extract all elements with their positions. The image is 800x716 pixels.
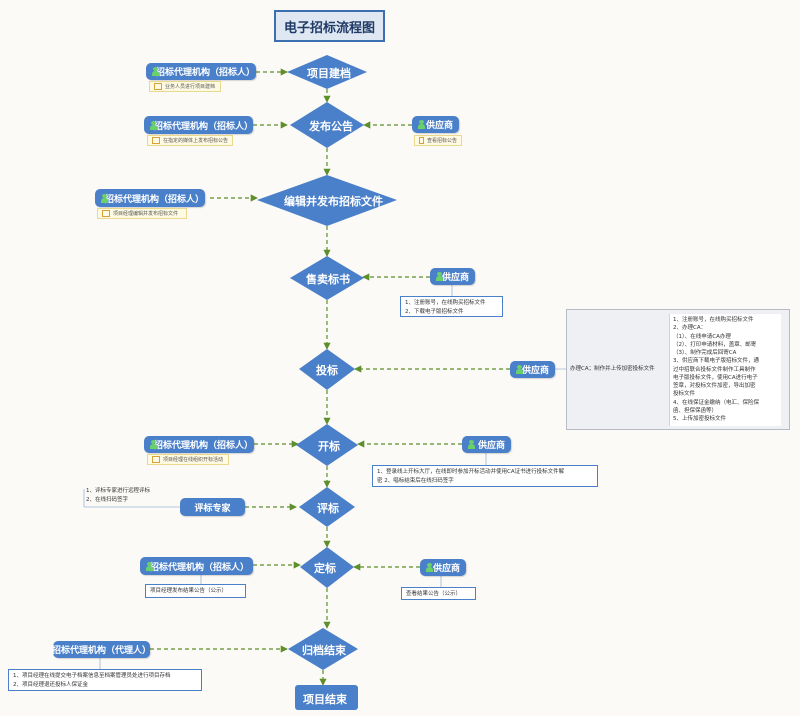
bid-line: 1、注册账号，在线购买招标文件 xyxy=(673,317,754,323)
diamond-s5 xyxy=(299,349,355,390)
actor-label: 招标代理机构（招标人） xyxy=(154,121,254,132)
actor-label: 供应商 xyxy=(432,564,460,574)
person-icon xyxy=(426,563,433,572)
diamond-s4 xyxy=(290,256,364,300)
note-s8: 项目经理发布结果公告（公示） xyxy=(145,584,246,598)
note-icon xyxy=(419,137,424,144)
diamond-s8 xyxy=(300,547,354,588)
step-label-s7: 评标 xyxy=(317,502,339,515)
diamond-s9 xyxy=(288,628,358,670)
person-icon xyxy=(516,365,523,374)
note-s3: 项目经理编辑并发布招标文件 xyxy=(97,208,187,219)
bid-box-label: 办理CA；制作并上传加密投标文件 xyxy=(570,366,655,372)
sell-line: 1、注册账号，在线购买招标文件 xyxy=(405,300,486,306)
note-text: 业务人员进行项目建档 xyxy=(165,84,216,90)
sell-box: 1、注册账号，在线购买招标文件 2、下载电子版招标文件 xyxy=(400,296,503,317)
actor-label: 供应商 xyxy=(521,366,549,376)
bid-line: 电子版投标文件，使用CA进行电子 xyxy=(673,374,758,381)
step-label-s9: 归档结束 xyxy=(302,644,346,657)
actor-agency-s8: 招标代理机构（招标人） xyxy=(140,557,253,575)
archive-line: 2、项目经理退还投标人保证金 xyxy=(13,681,89,688)
note-text: 查看结果公告（公示） xyxy=(406,591,462,597)
bid-line: （2）、打印申请材料，盖章、邮寄 xyxy=(673,341,757,348)
diamond-s1 xyxy=(287,55,367,89)
note-s2-supplier: 查看招标公告 xyxy=(414,135,462,146)
actor-agency-s2: 招标代理机构（招标人） xyxy=(144,116,253,134)
bid-line: 3、供应商下载电子版招标文件，通 xyxy=(673,358,760,365)
bid-line: 2、办理CA： xyxy=(673,325,707,332)
step-label-s3: 编辑并发布招标文件 xyxy=(284,195,383,208)
diamond-s3 xyxy=(257,175,397,226)
note-text: 在指定的媒体上发布招标公告 xyxy=(162,138,228,144)
archive-box: 1、项目经理在线提交电子档案信息至档案管理员处进行项目存档 2、项目经理退还投标… xyxy=(8,669,202,691)
note-text: 项目经理发布结果公告（公示） xyxy=(150,588,228,594)
person-icon xyxy=(436,272,443,281)
person-icon xyxy=(468,440,475,449)
note-text: 项目经理编辑并发布招标文件 xyxy=(113,211,179,217)
diamond-s2 xyxy=(290,102,364,148)
note-s8-supplier: 查看结果公告（公示） xyxy=(401,587,476,600)
bid-box: 办理CA；制作并上传加密投标文件 1、注册账号，在线购买招标文件 2、办理CA：… xyxy=(566,309,790,430)
actor-label: 供应商 xyxy=(441,273,469,283)
eval-text: 1、评标专家进行远程评标 2、在线扫码签字 xyxy=(86,487,150,505)
step-label-s5: 投标 xyxy=(316,364,338,377)
note-text: 项目经理在线组织开标活动 xyxy=(163,457,224,463)
actor-label: 供应商 xyxy=(477,441,505,451)
bid-line: （1）、在线申请CA办理 xyxy=(673,333,731,340)
bid-line: 5、上传加密投标文件 xyxy=(673,416,726,422)
actor-label: 招标代理机构（招标人） xyxy=(156,68,256,78)
actor-agency-s3: 招标代理机构（招标人） xyxy=(95,189,205,207)
diamond-s6 xyxy=(296,424,358,466)
note-s1: 业务人员进行项目建档 xyxy=(149,81,221,92)
eval-line: 2、在线扫码签字 xyxy=(86,496,128,503)
note-icon xyxy=(152,456,160,463)
actor-agency-s6: 招标代理机构（招标人） xyxy=(144,436,254,453)
bid-line: 函、担保保函等） xyxy=(673,407,718,414)
actor-label: 招标代理机构（招标人） xyxy=(105,194,205,205)
bid-line: 签章，对投标文件加密，导出加密 xyxy=(673,383,756,389)
actor-expert: 评标专家 xyxy=(180,498,245,516)
actor-supplier-s5: 供应商 xyxy=(510,361,555,378)
actor-label: 评标专家 xyxy=(194,503,231,514)
actor-supplier-s2: 供应商 xyxy=(412,116,459,133)
actor-label: 招标代理机构（招标人） xyxy=(150,562,250,573)
note-icon xyxy=(154,83,162,90)
actor-supplier-s8: 供应商 xyxy=(420,559,466,576)
bid-line: 过中招联合投标文件制作工具制作 xyxy=(673,366,756,373)
note-icon xyxy=(152,137,160,144)
diamond-s7 xyxy=(299,487,355,527)
note-text: 查看招标公告 xyxy=(426,138,457,144)
bid-line: （3）、制作完成后回寄CA xyxy=(673,350,737,356)
step-label-s8: 定标 xyxy=(314,562,336,575)
archive-line: 1、项目经理在线提交电子档案信息至档案管理员处进行项目存档 xyxy=(13,673,171,679)
bid-box-content: 1、注册账号，在线购买招标文件 2、办理CA： （1）、在线申请CA办理 （2）… xyxy=(669,314,781,426)
actor-label: 供应商 xyxy=(425,121,453,131)
open-box: 1、登录线上开标大厅，在线即时参加开标活动并使用CA证书进行投标文件解 密 2、… xyxy=(372,465,598,487)
bid-line: 4、在线保证金缴纳（电汇、保险保 xyxy=(673,399,760,406)
end-node-shape xyxy=(295,685,358,710)
open-line: 1、登录线上开标大厅，在线即时参加开标活动并使用CA证书进行投标文件解 xyxy=(377,469,565,475)
step-label-end: 项目结束 xyxy=(303,693,347,706)
open-line: 密 2、唱标结束后在线扫码签字 xyxy=(377,477,454,484)
step-label-s6: 开标 xyxy=(318,440,340,453)
diagram-title: 电子招标流程图 xyxy=(274,10,385,42)
person-icon xyxy=(418,120,425,129)
actor-agency-s9: 招标代理机构（代理人） xyxy=(52,641,152,658)
bid-line: 投标文件 xyxy=(673,391,696,398)
actor-agency-s1: 招标代理机构（招标人） xyxy=(146,63,256,80)
step-label-s1: 项目建档 xyxy=(307,67,351,80)
note-icon xyxy=(102,210,110,217)
note-s6: 项目经理在线组织开标活动 xyxy=(147,454,229,465)
eval-line: 1、评标专家进行远程评标 xyxy=(86,488,151,494)
actor-supplier-s6: 供应商 xyxy=(462,436,511,453)
note-s2: 在指定的媒体上发布招标公告 xyxy=(147,135,233,146)
actor-label: 招标代理机构（招标人） xyxy=(154,441,254,451)
actor-label: 招标代理机构（代理人） xyxy=(52,646,152,656)
step-label-s4: 售卖标书 xyxy=(306,273,350,286)
sell-line: 2、下载电子版招标文件 xyxy=(405,308,464,315)
actor-supplier-s4: 供应商 xyxy=(430,268,475,285)
step-label-s2: 发布公告 xyxy=(309,120,353,133)
